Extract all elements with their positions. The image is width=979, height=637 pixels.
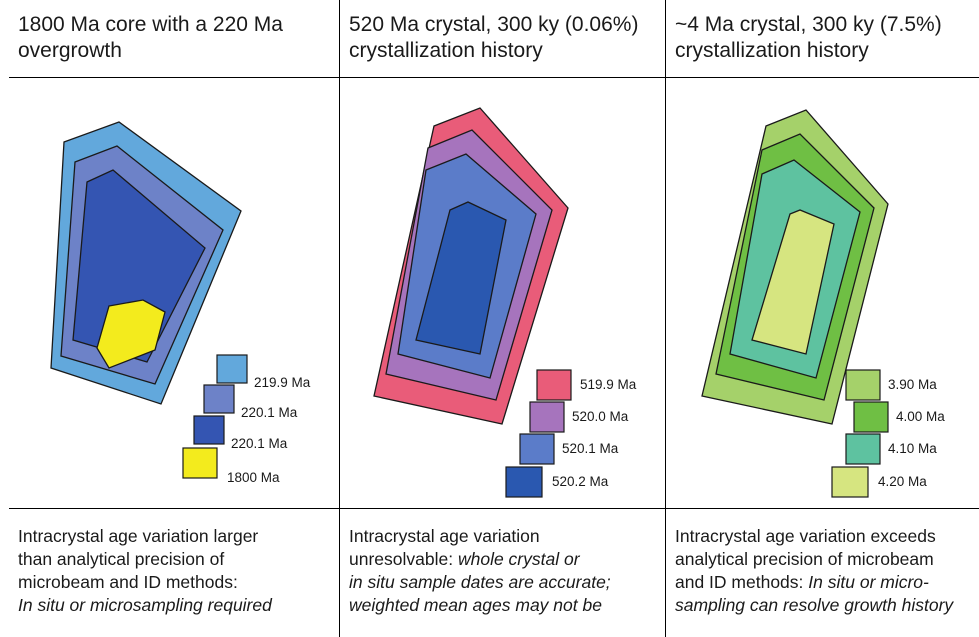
panel-1-caption: Intracrystal age variation larger than a… (9, 508, 339, 637)
crystal-core (96, 299, 166, 369)
legend-label: 220.1 Ma (241, 405, 298, 420)
legend-label: 3.90 Ma (888, 377, 937, 392)
caption-line: Intracrystal age variation exceeds (675, 526, 936, 546)
legend-label: 220.1 Ma (231, 436, 288, 451)
legend-swatch (203, 384, 235, 414)
panel-1-header: 1800 Ma core with a 220 Ma overgrowth (9, 0, 339, 78)
panel-1-diagram: 219.9 Ma 220.1 Ma 220.1 Ma 1800 Ma (9, 78, 339, 508)
legend-swatch (845, 369, 881, 401)
caption-italic-part: whole crystal or (457, 549, 580, 569)
header-line: overgrowth (18, 39, 122, 62)
legend-label: 520.0 Ma (572, 409, 629, 424)
legend-swatch (536, 369, 572, 401)
caption-line: and ID methods: In situ or micro- (675, 571, 979, 594)
legend-swatch (216, 354, 248, 384)
legend-label: 519.9 Ma (580, 377, 637, 392)
crystal-diagram-1 (50, 121, 248, 479)
caption-line: microbeam and ID methods: (18, 572, 238, 592)
crystal-zone-inner (72, 169, 206, 363)
legend-swatch (853, 401, 889, 433)
caption-line: sampling can resolve growth history (675, 595, 954, 615)
caption-italic-part: In situ or micro- (808, 572, 929, 592)
legend-label: 1800 Ma (227, 470, 280, 485)
legend-swatch (831, 466, 869, 498)
caption-normal-part: and ID methods: (675, 572, 809, 592)
panel-2: 520 Ma crystal, 300 ky (0.06%) crystalli… (340, 0, 665, 637)
caption-normal-part: unresolvable: (349, 549, 458, 569)
panel-3-caption: Intracrystal age variation exceeds analy… (666, 508, 979, 637)
header-line: ~4 Ma crystal, 300 ky (7.5%) (675, 13, 942, 36)
header-line: 1800 Ma core with a 220 Ma (18, 13, 283, 36)
panel-3: ~4 Ma crystal, 300 ky (7.5%) crystalliza… (666, 0, 979, 637)
caption-line: Intracrystal age variation larger (18, 526, 259, 546)
legend-label: 4.10 Ma (888, 441, 937, 456)
legend-swatch (193, 415, 225, 445)
legend-label: 4.00 Ma (896, 409, 945, 424)
caption-line: In situ or microsampling required (18, 595, 272, 615)
panel-2-diagram: 519.9 Ma 520.0 Ma 520.1 Ma 520.2 Ma (340, 78, 665, 508)
legend-swatch (505, 466, 543, 498)
crystal-diagram-3 (701, 109, 889, 498)
caption-line: than analytical precision of (18, 549, 225, 569)
panel-divider (339, 0, 340, 637)
panel-1: 1800 Ma core with a 220 Ma overgrowth 21… (9, 0, 339, 637)
crystal-core (415, 201, 507, 355)
legend-label: 4.20 Ma (878, 474, 927, 489)
legend-label: 520.1 Ma (562, 441, 619, 456)
caption-line: unresolvable: whole crystal or (349, 548, 665, 571)
panel-2-caption: Intracrystal age variation unresolvable:… (340, 508, 665, 637)
panel-3-diagram: 3.90 Ma 4.00 Ma 4.10 Ma 4.20 Ma (666, 78, 979, 508)
header-line: 520 Ma crystal, 300 ky (0.06%) (349, 13, 639, 36)
caption-line: analytical precision of microbeam (675, 549, 934, 569)
caption-line: in situ sample dates are accurate; (349, 572, 611, 592)
legend-label: 219.9 Ma (254, 375, 311, 390)
panel-2-header: 520 Ma crystal, 300 ky (0.06%) crystalli… (340, 0, 665, 78)
caption-line: weighted mean ages may not be (349, 595, 602, 615)
crystal-core (751, 209, 835, 355)
legend-swatch (519, 433, 555, 465)
panel-divider (665, 0, 666, 637)
legend-label: 520.2 Ma (552, 474, 609, 489)
legend-swatch (845, 433, 881, 465)
crystal-diagram-2 (373, 107, 572, 498)
caption-line: Intracrystal age variation (349, 526, 540, 546)
legend-swatch (529, 401, 565, 433)
panel-3-header: ~4 Ma crystal, 300 ky (7.5%) crystalliza… (666, 0, 979, 78)
header-line: crystallization history (675, 39, 869, 62)
legend-swatch (182, 447, 218, 479)
header-line: crystallization history (349, 39, 543, 62)
